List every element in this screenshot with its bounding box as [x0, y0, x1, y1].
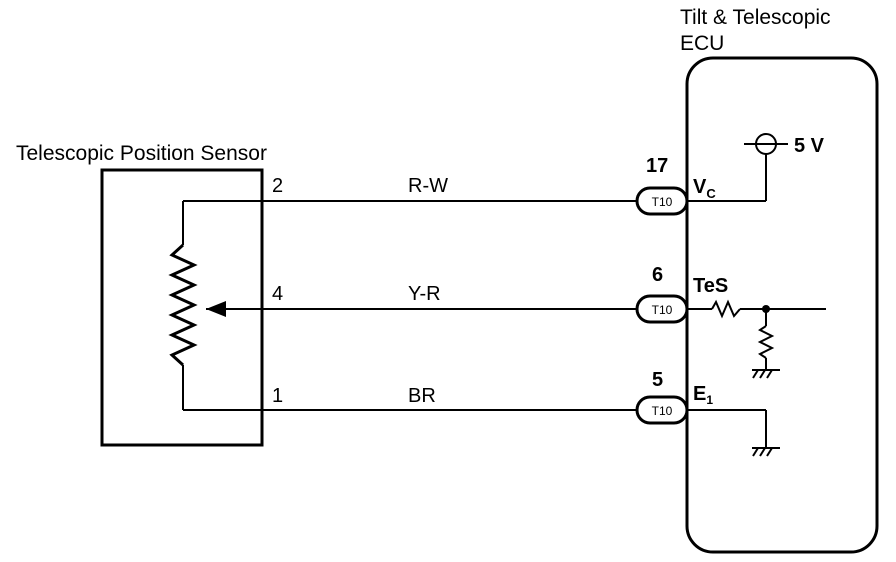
supply-5v: 5 V	[794, 135, 825, 157]
ecu-pin-5: 5	[652, 369, 663, 391]
potentiometer-resistor	[168, 243, 198, 367]
sensor-title: Telescopic Position Sensor	[16, 142, 267, 165]
ecu-box	[685, 56, 879, 554]
ground-icon-1	[752, 369, 780, 379]
connector-t10-b-label: T10	[652, 303, 673, 317]
terminal-e1: E1	[693, 383, 713, 407]
sensor-pin-2: 2	[272, 175, 283, 197]
terminal-tes: TeS	[693, 275, 728, 297]
ecu-title-line2: ECU	[680, 32, 724, 55]
ground-icon-2	[752, 447, 780, 457]
wire-color-r-w: R-W	[408, 175, 448, 197]
sensor-pin-4: 4	[272, 283, 283, 305]
tes-pulldown-resistor	[757, 325, 775, 359]
terminal-vc: VC	[693, 176, 716, 201]
sensor-box	[100, 168, 264, 447]
connector-t10-c-label: T10	[652, 404, 673, 418]
ecu-pin-6: 6	[652, 264, 663, 286]
ecu-title-line1: Tilt & Telescopic	[680, 6, 831, 29]
wire-color-y-r: Y-R	[408, 283, 441, 305]
connector-t10-a-label: T10	[652, 195, 673, 209]
wire-color-br: BR	[408, 385, 436, 407]
sensor-pin-1: 1	[272, 385, 283, 407]
ecu-pin-17: 17	[646, 155, 668, 177]
tes-series-resistor	[711, 299, 741, 319]
